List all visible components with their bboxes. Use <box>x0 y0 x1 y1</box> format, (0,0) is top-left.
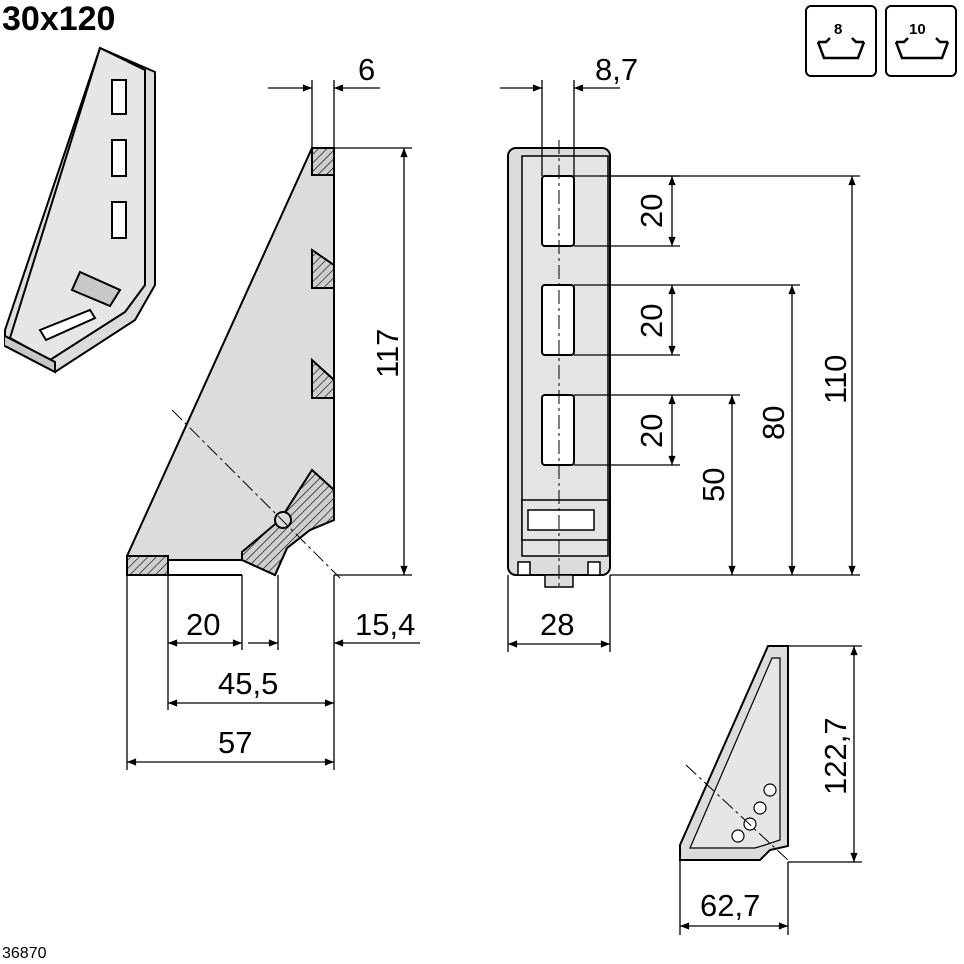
dim-slot-20-a: 20 <box>634 194 669 228</box>
badge-label: 10 <box>909 21 926 38</box>
dim-slot-20-b: 20 <box>634 304 669 338</box>
dim-110: 110 <box>818 355 853 404</box>
dim-28: 28 <box>540 607 574 642</box>
groove-8-badge: 8 <box>805 5 877 77</box>
dim-50: 50 <box>696 468 731 502</box>
dim-122-7: 122,7 <box>818 717 853 795</box>
dimension-labels: 6 8,7 117 20 20 20 110 80 50 20 15,4 45,… <box>186 52 853 923</box>
dim-62-7: 62,7 <box>700 888 760 923</box>
dim-45-5: 45,5 <box>218 666 278 701</box>
cover-view <box>679 645 791 863</box>
dim-80: 80 <box>756 406 791 440</box>
dim-15-4: 15,4 <box>355 607 415 642</box>
dim-6: 6 <box>358 52 375 87</box>
page-title: 30x120 <box>2 0 115 38</box>
badge-label: 8 <box>834 21 842 38</box>
front-view <box>507 140 611 590</box>
side-view <box>126 147 341 579</box>
dim-8-7: 8,7 <box>595 52 638 87</box>
isometric-view <box>4 46 156 374</box>
dim-slot-20-c: 20 <box>634 414 669 448</box>
dim-20-bottom: 20 <box>186 607 220 642</box>
dim-117: 117 <box>370 329 405 378</box>
dimension-lines <box>126 80 862 935</box>
groove-10-badge: 10 <box>885 5 957 77</box>
dim-57: 57 <box>218 725 252 760</box>
drawing-number: 36870 <box>2 945 47 962</box>
